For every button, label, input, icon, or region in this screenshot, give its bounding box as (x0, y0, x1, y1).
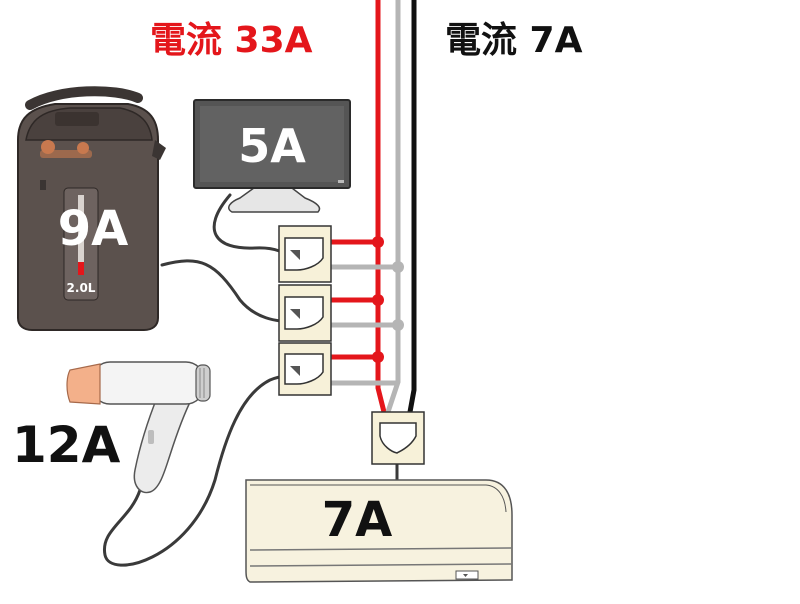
main-wires (375, 0, 417, 413)
red-main-wire (375, 0, 387, 413)
electric-pot (17, 86, 166, 331)
pot-current-label: 9A (58, 201, 129, 257)
red-current-heading: 電流 33A (150, 20, 313, 61)
aircon-vent (249, 547, 513, 567)
outlet-aircon (371, 411, 425, 465)
outlet-2 (278, 284, 332, 342)
black-main-wire (407, 0, 417, 413)
grey-main-wire (385, 0, 401, 413)
dryer-body (91, 361, 205, 405)
tv (193, 99, 351, 213)
branch-wires (330, 236, 404, 386)
dryer-handle (133, 394, 194, 494)
junction-dot (392, 319, 404, 331)
tv-current-label: 5A (238, 119, 306, 173)
air-conditioner (245, 479, 513, 583)
junction-dot (372, 236, 384, 248)
junction-dot (392, 261, 404, 273)
black-current-heading: 電流 7A (445, 20, 583, 61)
pot-handle (25, 86, 143, 110)
hair-dryer (66, 361, 211, 494)
tv-stand (228, 184, 321, 213)
labels: 電流 33A 電流 7A 5A 9A 2.0L 12A 7A (12, 20, 583, 548)
junction-dot (372, 294, 384, 306)
aircon-front-panel (250, 484, 507, 513)
junction-dot (372, 351, 384, 363)
outlet-3 (278, 342, 332, 396)
dryer-nozzle (66, 363, 101, 405)
pot-cord (160, 259, 299, 324)
dryer-current-label: 12A (12, 416, 121, 474)
aircon-current-label: 7A (322, 492, 393, 548)
dryer-cord (102, 374, 299, 567)
tv-screen (200, 106, 344, 182)
pot-capacity-label: 2.0L (67, 281, 96, 295)
aircon-body (245, 479, 513, 583)
outlet-1 (278, 225, 332, 283)
